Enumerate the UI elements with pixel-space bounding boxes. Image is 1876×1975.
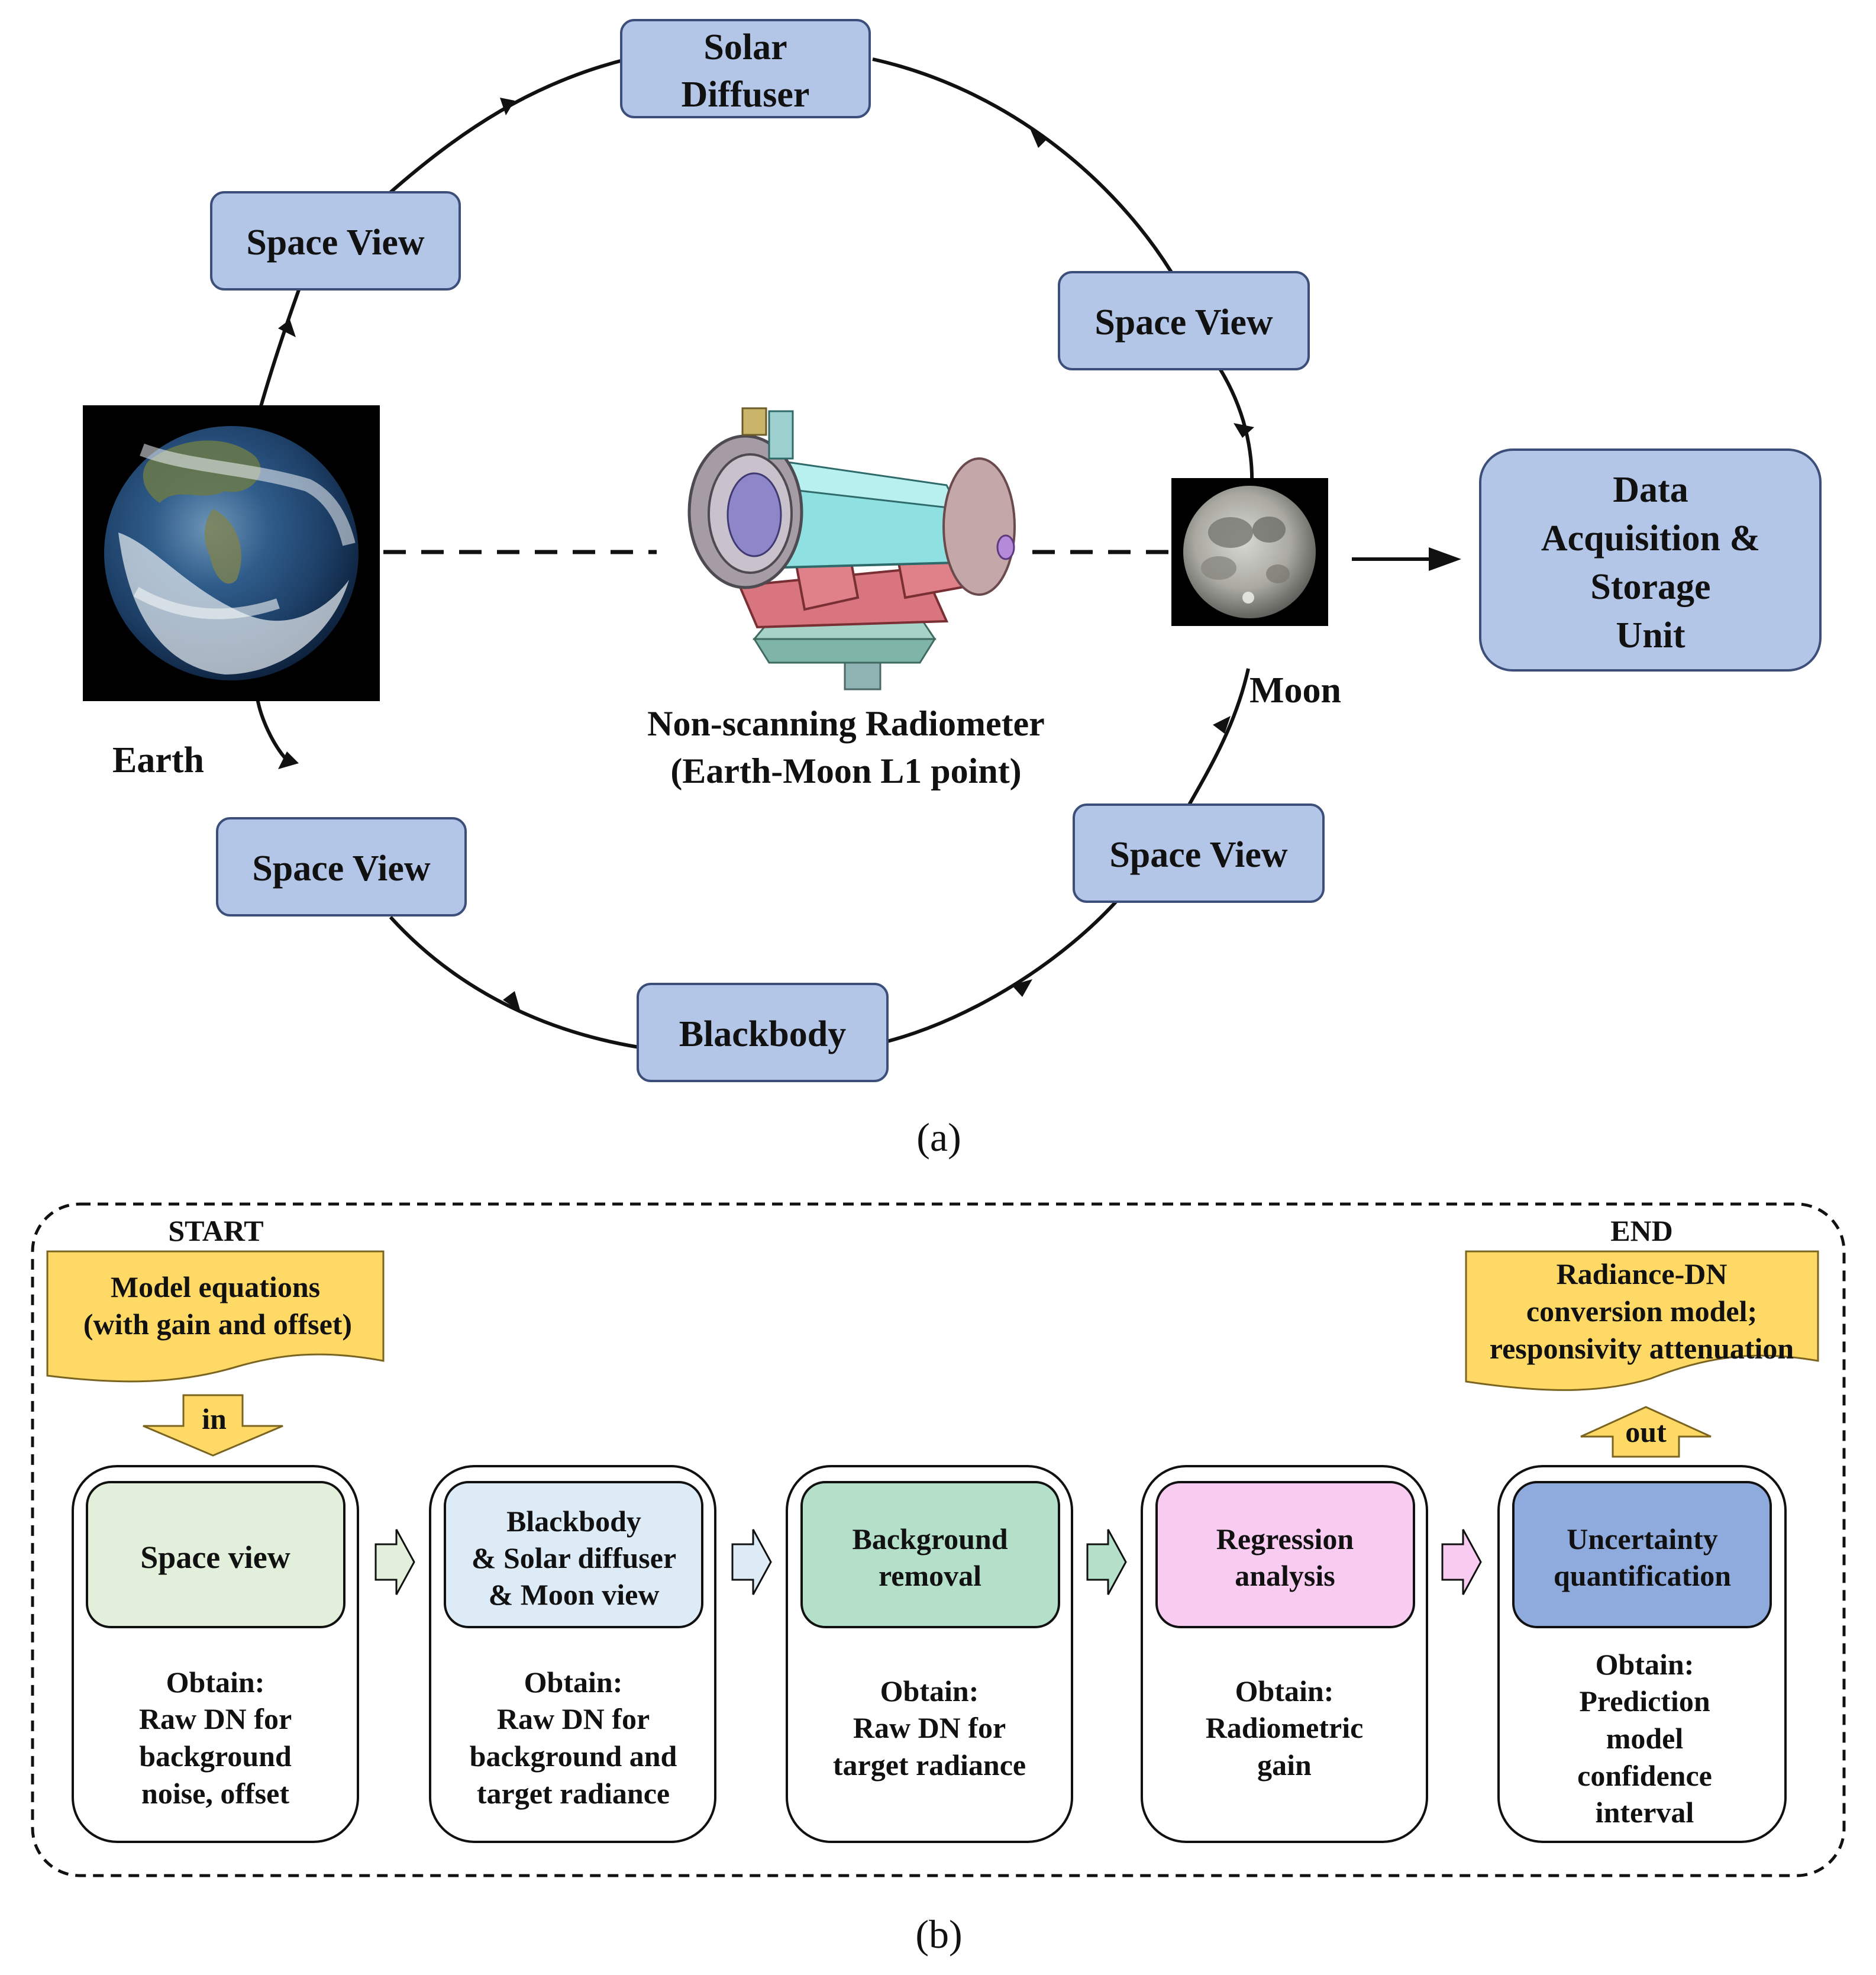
svg-text:in: in [202, 1402, 227, 1435]
flow-arrow-4 [1441, 1529, 1482, 1595]
space-view-box-top-right: Space View [1058, 271, 1310, 370]
svg-text:Acquisition &: Acquisition & [1541, 518, 1760, 559]
svg-text:analysis: analysis [1235, 1559, 1335, 1592]
svg-text:Model equations: Model equations [111, 1270, 320, 1303]
svg-text:Regression: Regression [1216, 1522, 1354, 1556]
svg-text:Uncertainty: Uncertainty [1567, 1522, 1718, 1556]
svg-text:Raw DN for: Raw DN for [853, 1711, 1006, 1744]
svg-text:out: out [1625, 1415, 1667, 1448]
moon-label: Moon [1249, 670, 1341, 711]
svg-text:Space view: Space view [140, 1540, 290, 1575]
svg-text:quantification: quantification [1554, 1559, 1731, 1592]
svg-text:Obtain:: Obtain: [166, 1666, 265, 1699]
flow-arrow-2 [731, 1529, 772, 1595]
svg-text:target radiance: target radiance [477, 1777, 670, 1810]
out-arrow: out [1580, 1406, 1712, 1458]
svg-text:& Solar diffuser: & Solar diffuser [472, 1541, 676, 1574]
svg-text:(with gain and offset): (with gain and offset) [83, 1308, 352, 1341]
svg-text:Obtain:: Obtain: [1596, 1648, 1694, 1681]
start-label: START [168, 1214, 263, 1247]
svg-text:gain: gain [1257, 1748, 1312, 1782]
svg-text:Non-scanning Radiometer: Non-scanning Radiometer [647, 704, 1045, 743]
svg-text:target radiance: target radiance [833, 1748, 1026, 1782]
svg-text:Diffuser: Diffuser [682, 75, 810, 115]
solar-diffuser-box: Solar Diffuser [620, 19, 871, 118]
end-label: END [1610, 1214, 1673, 1247]
svg-text:Radiometric: Radiometric [1206, 1711, 1364, 1744]
moon-image [1171, 478, 1328, 626]
step-1: Space view Obtain: Raw DN for background… [72, 1465, 359, 1843]
svg-text:Unit: Unit [1616, 615, 1685, 656]
svg-text:background and: background and [470, 1740, 677, 1773]
start-document: Model equations (with gain and offset) [46, 1250, 385, 1383]
in-arrow: in [143, 1394, 283, 1457]
svg-text:Storage: Storage [1590, 567, 1710, 607]
svg-text:Obtain:: Obtain: [880, 1674, 979, 1708]
earth-label: Earth [112, 740, 204, 780]
svg-text:conversion model;: conversion model; [1526, 1295, 1757, 1328]
cycle-arrowheads [278, 98, 1254, 1012]
svg-text:Space View: Space View [252, 848, 431, 889]
panel-a: Solar Diffuser Space View Space View Spa… [83, 19, 1822, 1160]
svg-text:Prediction: Prediction [1579, 1684, 1710, 1718]
svg-text:Data: Data [1613, 470, 1688, 510]
space-view-box-bottom-left: Space View [216, 817, 467, 916]
step-2: Blackbody & Solar diffuser & Moon view O… [429, 1465, 716, 1843]
earth-image [83, 405, 380, 701]
svg-text:responsivity attenuation: responsivity attenuation [1490, 1332, 1794, 1365]
flow-arrow-1 [374, 1529, 415, 1595]
svg-text:& Moon view: & Moon view [489, 1578, 660, 1611]
svg-text:Obtain:: Obtain: [1235, 1674, 1334, 1708]
data-acquisition-box: Data Acquisition & Storage Unit [1479, 448, 1822, 672]
svg-text:Raw DN for: Raw DN for [139, 1702, 292, 1735]
radiometer-label: Non-scanning Radiometer (Earth-Moon L1 p… [647, 704, 1045, 790]
svg-text:Space View: Space View [1094, 302, 1273, 343]
svg-text:Solar: Solar [703, 27, 787, 67]
panel-b-dashed-frame [31, 1202, 1846, 1877]
panel-b: START END Model equations (with gain and… [31, 1202, 1846, 1957]
space-view-box-top-left: Space View [210, 191, 461, 291]
radiometer-illustration [687, 407, 1016, 690]
step-3: Background removal Obtain: Raw DN for ta… [786, 1465, 1073, 1843]
svg-text:Raw DN for: Raw DN for [497, 1702, 650, 1735]
caption-a: (a) [916, 1115, 961, 1160]
end-document: Radiance-DN conversion model; responsivi… [1465, 1250, 1819, 1391]
svg-text:interval: interval [1596, 1796, 1694, 1829]
svg-text:Space View: Space View [246, 222, 425, 263]
step-5: Uncertainty quantification Obtain: Predi… [1497, 1465, 1787, 1843]
svg-text:removal: removal [879, 1559, 981, 1592]
svg-text:Space View: Space View [1109, 835, 1288, 875]
svg-text:Obtain:: Obtain: [524, 1666, 623, 1699]
svg-text:(Earth-Moon L1 point): (Earth-Moon L1 point) [670, 751, 1021, 790]
svg-text:noise, offset: noise, offset [141, 1777, 289, 1810]
svg-text:Background: Background [852, 1522, 1008, 1556]
svg-text:Blackbody: Blackbody [506, 1505, 641, 1538]
step-4: Regression analysis Obtain: Radiometric … [1141, 1465, 1428, 1843]
caption-b: (b) [915, 1912, 962, 1957]
space-view-box-bottom-right: Space View [1073, 803, 1325, 903]
svg-text:background: background [139, 1740, 292, 1773]
svg-text:confidence: confidence [1577, 1759, 1712, 1792]
svg-text:Radiance-DN: Radiance-DN [1557, 1257, 1728, 1290]
blackbody-box: Blackbody [637, 983, 889, 1082]
svg-text:model: model [1606, 1722, 1684, 1755]
flow-arrow-3 [1086, 1529, 1127, 1595]
svg-text:Blackbody: Blackbody [679, 1014, 847, 1054]
